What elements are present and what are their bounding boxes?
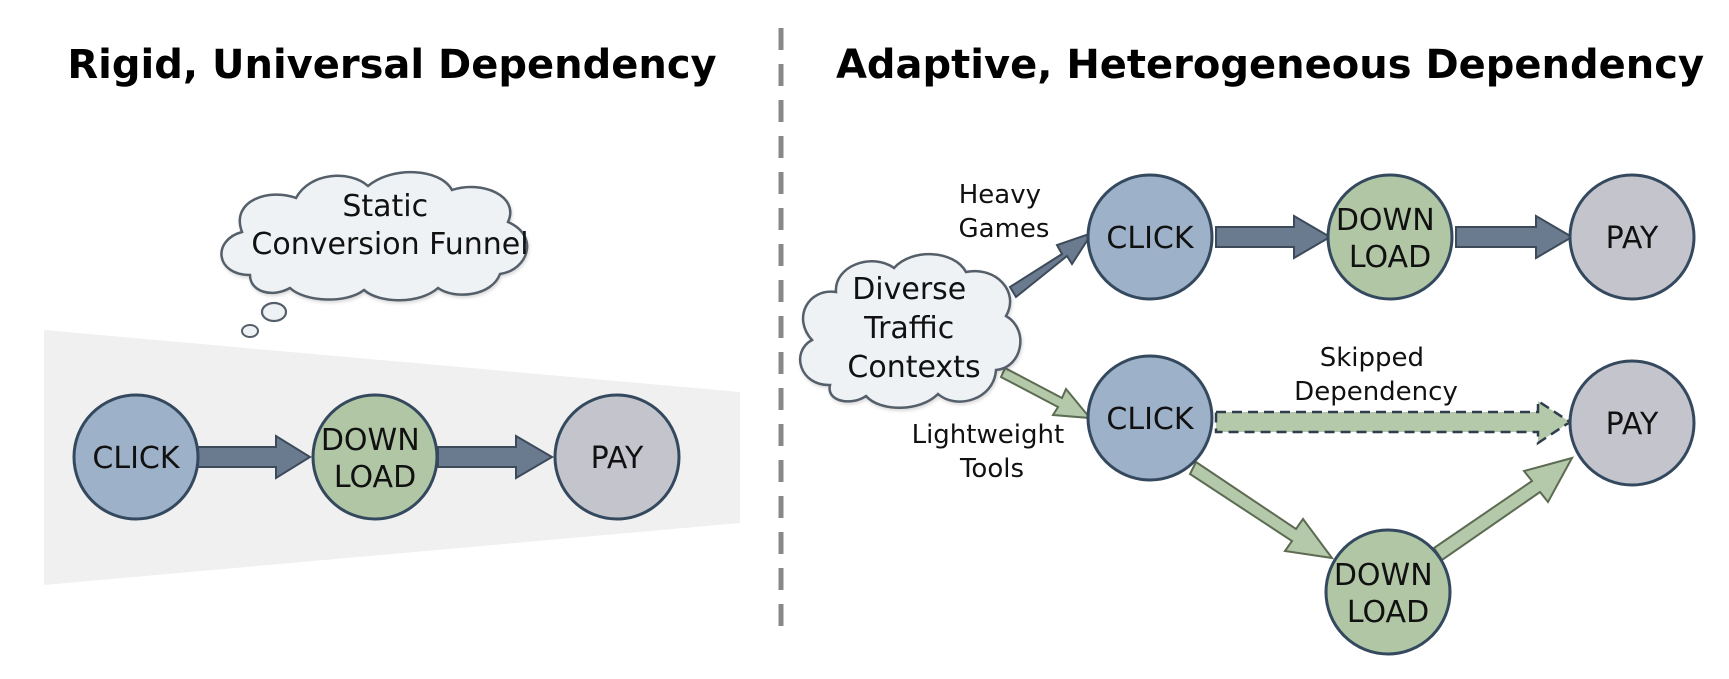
svg-text:DOWN LOAD: DOWN LOAD (321, 423, 429, 495)
arrow-cloud-to-bottom-click (999, 366, 1093, 420)
lightweight-tools-label: Lightweight Tools (912, 420, 1073, 484)
thought-bubble-small (241, 324, 259, 338)
traffic-cloud-line-3: Contexts (847, 350, 980, 385)
bottom-arrow-download-to-pay (1432, 456, 1574, 562)
static-funnel-cloud (220, 170, 529, 302)
left-panel-title: Rigid, Universal Dependency (67, 42, 716, 88)
left-arrow-download-to-pay (437, 434, 554, 480)
arrow-cloud-to-top-click (1008, 231, 1095, 299)
svg-text:CLICK: CLICK (92, 441, 180, 476)
static-funnel-cloud-text: Static Conversion Funnel (251, 189, 528, 262)
svg-text:DOWN LOAD: DOWN LOAD (1336, 203, 1444, 275)
left-node-click: CLICK (72, 393, 200, 521)
bottom-node-click: CLICK (1086, 354, 1214, 482)
traffic-cloud-line-2: Traffic (863, 311, 954, 346)
svg-text:CLICK: CLICK (1106, 402, 1194, 437)
traffic-cloud-line-1: Diverse (852, 272, 966, 307)
left-node-pay: PAY (553, 393, 681, 521)
skipped-dependency-arrow (1214, 398, 1573, 446)
right-panel-title: Adaptive, Heterogeneous Dependency (836, 42, 1704, 88)
top-node-pay: PAY (1568, 173, 1696, 301)
bottom-node-download: DOWN LOAD (1324, 528, 1452, 656)
left-arrow-click-to-download (197, 434, 312, 480)
svg-text:CLICK: CLICK (1106, 221, 1194, 256)
top-arrow-click-to-download (1215, 214, 1332, 260)
traffic-context-cloud (798, 253, 1022, 409)
skipped-dependency-label: Skipped Dependency (1294, 343, 1458, 407)
top-node-click: CLICK (1086, 173, 1214, 301)
svg-text:PAY: PAY (1606, 221, 1659, 256)
bottom-node-pay: PAY (1568, 359, 1696, 487)
bottom-arrow-click-to-download (1188, 460, 1335, 560)
top-node-download: DOWN LOAD (1326, 173, 1454, 301)
svg-text:PAY: PAY (591, 441, 644, 476)
traffic-context-cloud-text: Diverse Traffic Contexts (847, 272, 980, 385)
svg-text:PAY: PAY (1606, 407, 1659, 442)
top-arrow-download-to-pay (1455, 214, 1574, 260)
cloud-line-2: Conversion Funnel (251, 227, 528, 262)
thought-bubble-large (260, 301, 288, 323)
svg-text:DOWN LOAD: DOWN LOAD (1334, 558, 1442, 630)
heavy-games-label: Heavy Games (959, 180, 1050, 244)
left-node-download: DOWN LOAD (311, 393, 439, 521)
cloud-line-1: Static (342, 189, 428, 224)
